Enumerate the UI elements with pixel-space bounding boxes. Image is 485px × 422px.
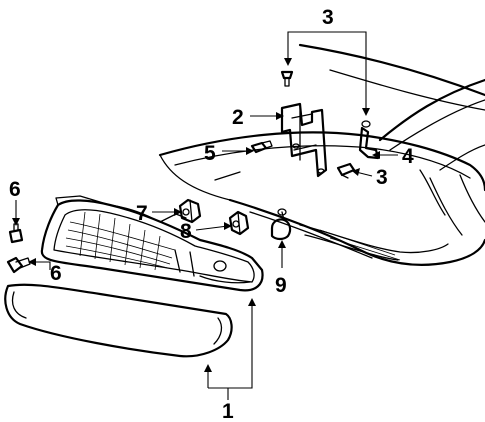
bulb-socket-8	[228, 210, 250, 236]
bolt-3-right	[336, 162, 356, 179]
leader-5	[222, 147, 254, 155]
headlamp-housing	[40, 195, 264, 292]
leader-8	[195, 222, 232, 231]
callout-3-top: 3	[322, 6, 334, 29]
leader-2	[250, 112, 284, 120]
leader-9	[278, 240, 286, 268]
leader-6-lower	[28, 258, 51, 270]
callout-7: 7	[136, 202, 148, 225]
leader-3-right	[352, 168, 373, 177]
callout-5: 5	[204, 142, 216, 165]
screw-6-lower	[6, 256, 31, 274]
callout-3-right: 3	[376, 166, 388, 189]
headlamp-lens	[4, 283, 233, 358]
car-front-outline	[158, 43, 485, 266]
leader-3-top	[284, 31, 370, 116]
callout-1: 1	[222, 400, 234, 422]
callout-6-lower: 6	[50, 262, 62, 285]
bulb-9	[270, 208, 292, 241]
leader-1	[204, 298, 256, 400]
small-bracket	[358, 120, 380, 160]
reflector-grid	[65, 211, 176, 271]
bulb-socket-7	[178, 198, 202, 224]
callout-4: 4	[402, 145, 414, 168]
callout-2: 2	[232, 106, 244, 129]
leader-7	[152, 208, 182, 216]
leader-6-upper	[12, 200, 20, 226]
screw-6-upper	[8, 223, 24, 244]
callout-9: 9	[275, 274, 287, 297]
callout-8: 8	[180, 220, 192, 243]
headlamp-bracket	[280, 102, 328, 178]
bolt-5	[250, 140, 273, 154]
screw-top	[280, 70, 294, 87]
leader-4	[372, 151, 398, 159]
callout-6-upper: 6	[9, 178, 21, 201]
